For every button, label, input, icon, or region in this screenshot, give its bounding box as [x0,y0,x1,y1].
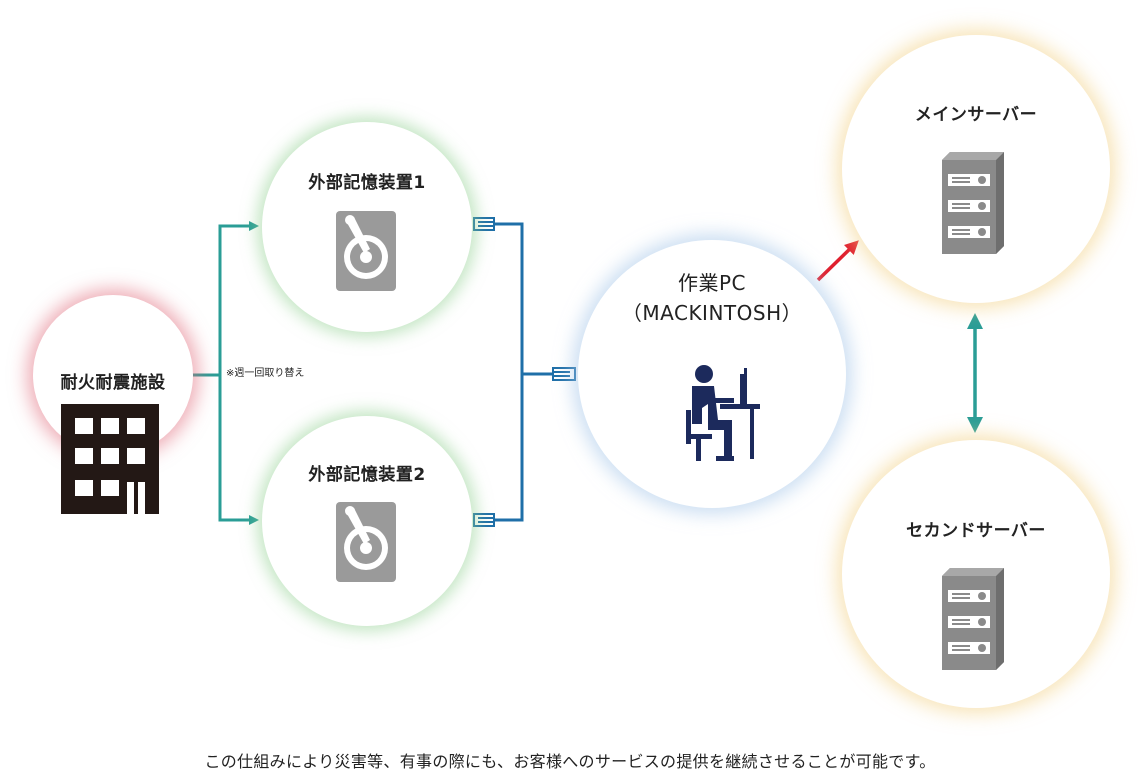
storage1-label: 外部記憶装置1 [308,173,426,193]
person-at-computer-icon [686,365,760,461]
cable-plug-storage2 [473,513,495,527]
hard-drive-icon [336,211,396,291]
workpc-label-line2: （MACKINTOSH） [621,301,803,325]
cable-plug-pc [552,367,576,381]
storage-to-pc-connector [494,222,553,522]
main-server-label: メインサーバー [914,105,1038,125]
second-server-label: セカンドサーバー [906,521,1046,541]
storage2-label: 外部記憶装置2 [308,465,426,485]
workpc-label-line1: 作業PC [677,271,747,295]
hard-drive-icon [336,502,396,582]
building-icon [61,404,159,514]
rotation-note: ※週一回取り替え [226,368,305,379]
facility-label: 耐火耐震施設 [60,373,166,393]
server-icon [942,152,1004,254]
server-icon [942,568,1004,670]
cable-plug-storage1 [473,217,495,231]
pc-to-main-server-arrow [816,240,859,282]
caption-text: この仕組みにより災害等、有事の際にも、お客様へのサービスの提供を継続させることが… [204,752,936,771]
